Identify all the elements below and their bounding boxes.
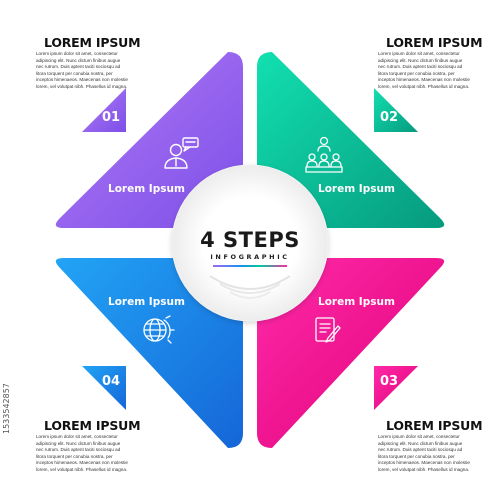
step-04-label: Lorem Ipsum <box>108 296 185 308</box>
center-circle-rim <box>171 164 329 322</box>
team-hierarchy-icon <box>305 136 343 173</box>
center-subtitle: INFOGRAPHIC <box>210 253 290 261</box>
corner-triangle-01 <box>82 88 126 132</box>
quadrant-pink <box>257 258 445 448</box>
step-02-heading: LOREM IPSUM <box>386 35 483 50</box>
step-04-heading: LOREM IPSUM <box>44 418 141 433</box>
center-title: 4 STEPS <box>200 228 300 252</box>
rainbow-underline <box>213 265 287 267</box>
watermark-id: 1533542857 <box>2 383 11 434</box>
step-01-label: Lorem Ipsum <box>108 183 185 195</box>
corner-triangle-04 <box>82 366 126 410</box>
center-circle <box>172 165 328 321</box>
corner-triangle-02 <box>374 88 418 132</box>
center-ripple <box>219 283 281 294</box>
step-04-description: Lorem ipsum dolor sit amet, consectetur … <box>36 434 128 472</box>
corner-triangle-03 <box>374 366 418 410</box>
document-pen-icon <box>315 317 341 343</box>
center-ripple <box>209 275 291 290</box>
quadrant-purple <box>55 52 243 228</box>
global-gear-icon <box>143 315 175 344</box>
step-02-number: 02 <box>380 110 399 125</box>
center-ripple <box>229 291 271 299</box>
step-03-number: 03 <box>380 374 399 389</box>
businessman-speech-icon <box>164 137 199 169</box>
quadrant-blue <box>55 258 243 448</box>
step-02-description: Lorem ipsum dolor sit amet, consectetur … <box>378 51 470 89</box>
quadrant-teal <box>257 52 445 228</box>
step-02-label: Lorem Ipsum <box>318 183 395 195</box>
step-03-description: Lorem ipsum dolor sit amet, consectetur … <box>378 434 470 472</box>
step-01-description: Lorem ipsum dolor sit amet, consectetur … <box>36 51 128 89</box>
step-01-number: 01 <box>102 110 121 125</box>
step-03-label: Lorem Ipsum <box>318 296 395 308</box>
step-03-heading: LOREM IPSUM <box>386 418 483 433</box>
step-04-number: 04 <box>102 374 121 389</box>
step-01-heading: LOREM IPSUM <box>44 35 141 50</box>
